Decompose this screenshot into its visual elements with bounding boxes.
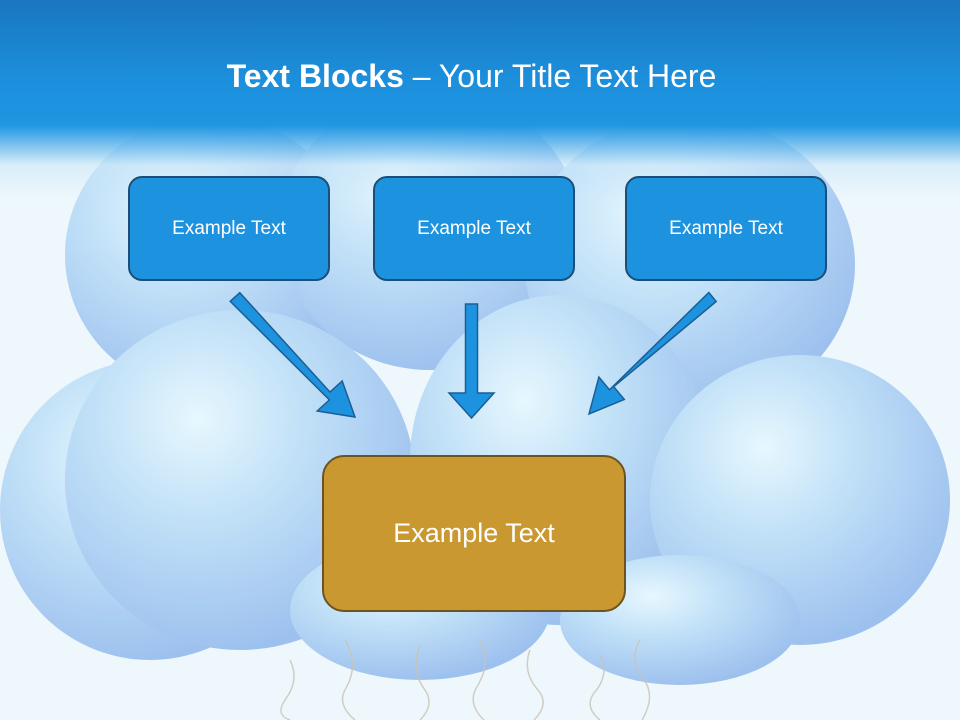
text-block-bottom: Example Text bbox=[322, 455, 626, 612]
text-block-left: Example Text bbox=[128, 176, 330, 281]
title-bar bbox=[0, 0, 960, 200]
balloon-string bbox=[526, 649, 544, 720]
balloon-string bbox=[341, 639, 356, 720]
title-rest-text: Your Title Text Here bbox=[438, 58, 717, 94]
text-block-right: Example Text bbox=[625, 176, 827, 281]
text-block-center: Example Text bbox=[373, 176, 575, 281]
balloon-string bbox=[589, 654, 605, 720]
slide-title: Text Blocks – Your Title Text Here bbox=[0, 52, 943, 100]
title-dash: – bbox=[403, 58, 439, 94]
balloon-string bbox=[280, 659, 295, 720]
balloon-string bbox=[634, 639, 651, 720]
title-bold-text: Text Blocks bbox=[226, 58, 404, 94]
balloon-string bbox=[472, 639, 487, 720]
balloon-string bbox=[415, 644, 430, 720]
